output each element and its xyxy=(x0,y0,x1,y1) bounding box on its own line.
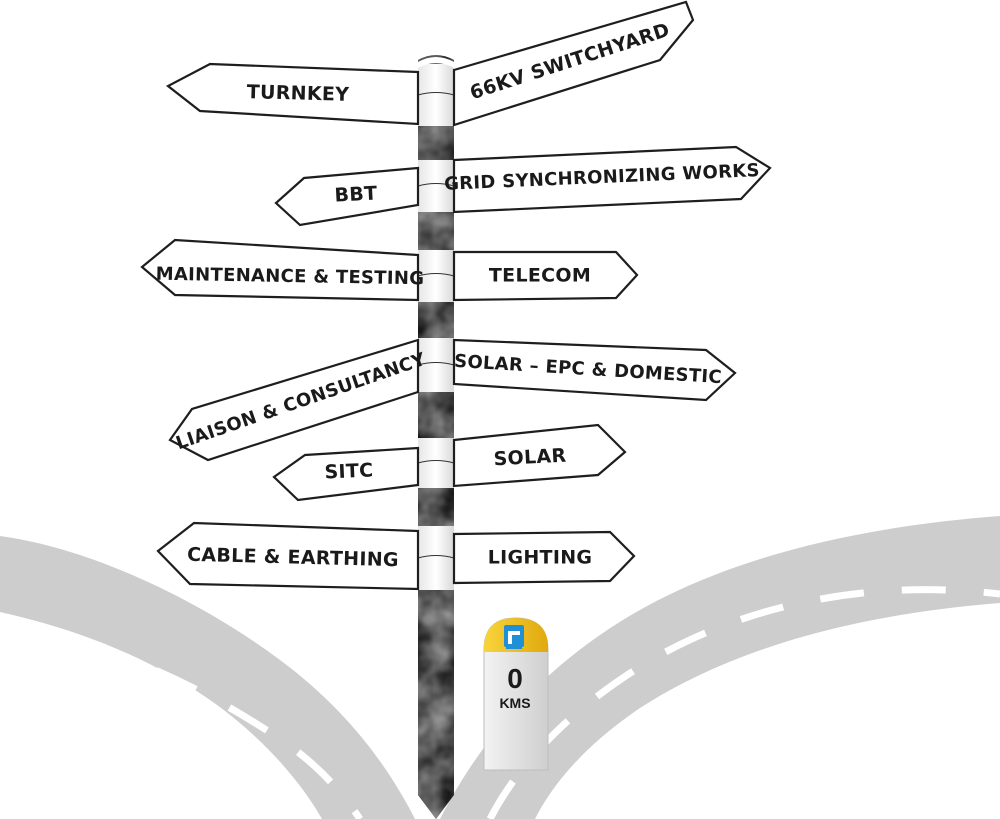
sign-label: SITC xyxy=(324,459,374,483)
pole-band-seam xyxy=(417,460,455,464)
road-left xyxy=(0,536,415,819)
pole-top-band xyxy=(418,57,454,68)
pole-band xyxy=(418,64,454,126)
sign-66kv-switchyard: 66KV SWITCHYARD xyxy=(452,0,695,127)
sign-solar-epc-domestic: SOLAR – EPC & DOMESTIC xyxy=(452,338,737,402)
sign-label: BBT xyxy=(334,182,378,206)
sign-maintenance-testing: MAINTENANCE & TESTING xyxy=(140,238,425,302)
sign-board xyxy=(452,0,695,127)
sign-board xyxy=(452,250,639,302)
sign-lighting: LIGHTING xyxy=(452,530,636,585)
signpost-pole xyxy=(417,55,455,819)
milestone-number: 0 xyxy=(507,663,523,694)
road-right-lane-marking xyxy=(486,586,1000,819)
pole-band xyxy=(418,250,454,302)
sign-board xyxy=(165,62,420,126)
sign-sitc: SITC xyxy=(272,446,420,502)
pole-band xyxy=(418,160,454,212)
sign-board xyxy=(452,145,772,214)
sign-label: MAINTENANCE & TESTING xyxy=(156,264,425,290)
sign-board xyxy=(452,338,737,402)
sign-label: TELECOM xyxy=(489,265,591,287)
pole-band xyxy=(418,438,454,488)
pole-band-seam xyxy=(417,183,455,187)
pole-band-seam xyxy=(417,92,455,96)
sign-board xyxy=(452,530,636,585)
sign-board xyxy=(168,338,420,462)
sign-label: LIGHTING xyxy=(488,547,593,569)
sign-turnkey: TURNKEY xyxy=(165,62,420,126)
milestone-logo-icon xyxy=(504,625,524,649)
sign-solar: SOLAR xyxy=(452,423,627,488)
pole-band-seam xyxy=(417,273,455,277)
pole-band xyxy=(418,526,454,590)
milestone: 0 KMS xyxy=(483,617,549,771)
sign-telecom: TELECOM xyxy=(452,250,639,302)
sign-board xyxy=(272,446,420,502)
road-right xyxy=(440,516,1000,819)
pole-band-seam xyxy=(417,362,455,366)
sign-grid-synchronizing-works: GRID SYNCHRONIZING WORKS xyxy=(444,145,772,214)
road-left-lane-marking xyxy=(0,618,363,819)
pole-band xyxy=(418,338,454,392)
pole-band-seam xyxy=(417,555,455,559)
sign-bbt: BBT xyxy=(274,166,420,227)
sign-label: SOLAR xyxy=(493,445,567,471)
sign-label: TURNKEY xyxy=(247,81,350,106)
sign-cable-earthing: CABLE & EARTHING xyxy=(156,521,420,591)
sign-liaison-consultancy: LIAISON & CONSULTANCY xyxy=(168,338,429,462)
sign-board xyxy=(274,166,420,227)
milestone-unit: KMS xyxy=(499,695,530,711)
sign-board xyxy=(452,423,627,488)
sign-board xyxy=(140,238,420,302)
sign-board xyxy=(156,521,420,591)
